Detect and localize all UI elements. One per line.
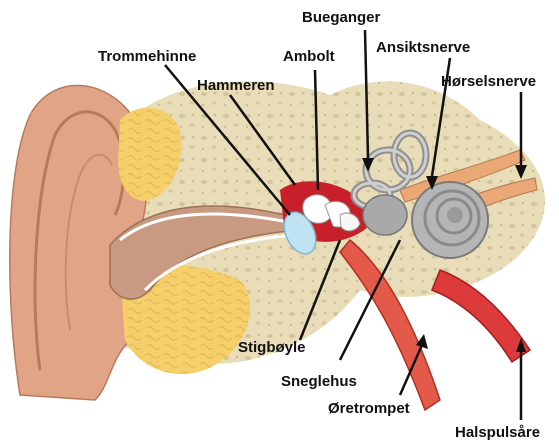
label-bueganger: Bueganger — [302, 9, 381, 26]
label-ambolt: Ambolt — [283, 48, 335, 65]
label-trommehinne: Trommehinne — [98, 48, 196, 65]
label-stigboyle: Stigbøyle — [238, 339, 306, 356]
label-hammeren: Hammeren — [197, 77, 275, 94]
label-sneglehus: Sneglehus — [281, 373, 357, 390]
vestibule — [363, 195, 407, 235]
carotid-artery — [432, 270, 530, 362]
label-halspulsare: Halspulsåre — [455, 424, 540, 441]
label-oretrompet: Øretrompet — [328, 400, 410, 417]
cochlea — [412, 182, 488, 258]
label-horselsnerve: Hørselsnerve — [441, 73, 536, 90]
label-ansiktsnerve: Ansiktsnerve — [376, 39, 470, 56]
